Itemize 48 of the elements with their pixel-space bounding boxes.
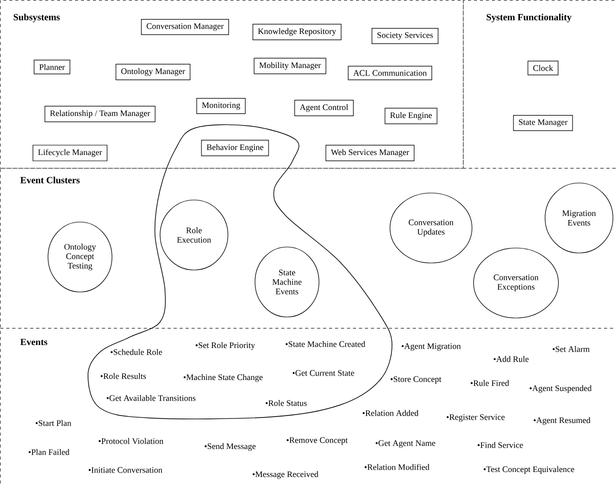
- event-item: •Remove Concept: [286, 437, 348, 445]
- event-item: •Relation Added: [362, 410, 418, 416]
- event-item: •Get Current State: [292, 370, 354, 376]
- event-item: •Agent Migration: [402, 343, 461, 351]
- subsystem-box: ACL Communication: [348, 66, 432, 80]
- band-heading: Event Clusters: [20, 176, 80, 184]
- subsystem-box: Conversation Manager: [141, 19, 229, 35]
- event-item: •Role Results: [100, 373, 146, 379]
- subsystem-box: Rule Engine: [384, 108, 438, 124]
- subsystem-box: Lifecycle Manager: [32, 144, 108, 162]
- subsystem-box: Relationship / Team Manager: [44, 106, 156, 122]
- event-item: •Test Concept Equivalence: [484, 466, 574, 474]
- subsystem-box: State Manager: [513, 115, 573, 131]
- event-item: •State Machine Created: [286, 341, 366, 347]
- subsystem-box: Behavior Engine: [201, 140, 269, 156]
- band-heading: System Functionality: [486, 14, 572, 22]
- subsystem-box: Planner: [34, 60, 70, 74]
- event-item: •Relation Modified: [364, 464, 430, 470]
- event-item: •Protocol Violation: [98, 438, 164, 444]
- subsystem-box: Mobility Manager: [254, 58, 326, 74]
- event-item: •Get Agent Name: [376, 440, 436, 448]
- subsystem-box: Monitoring: [196, 98, 246, 114]
- event-item: •Get Available Transitions: [106, 395, 196, 401]
- event-item: •Set Role Priority: [196, 342, 256, 350]
- event-item: •Plan Failed: [28, 449, 70, 455]
- event-item: •Store Concept: [390, 376, 442, 384]
- event-item: •Agent Suspended: [530, 385, 592, 393]
- subsystem-box: Ontology Manager: [116, 64, 190, 80]
- event-item: •Start Plan: [36, 420, 72, 426]
- event-item: •Find Service: [478, 442, 523, 448]
- subsystem-box: Knowledge Repository: [252, 24, 342, 40]
- band-heading: Subsystems: [14, 14, 60, 22]
- subsystem-box: Web Services Manager: [326, 144, 414, 162]
- event-item: •Send Message: [204, 443, 256, 451]
- event-item: •Set Alarm: [552, 346, 590, 352]
- event-item: •Schedule Role: [110, 349, 162, 355]
- subsystem-box: Clock: [528, 60, 558, 76]
- event-item: •Initiate Conversation: [88, 467, 162, 473]
- subsystem-box: Society Services: [372, 28, 438, 44]
- band-heading: Events: [20, 338, 48, 346]
- event-item: •Register Service: [446, 414, 505, 422]
- subsystem-box: Agent Control: [294, 100, 354, 116]
- event-item: •Role Status: [266, 400, 307, 406]
- event-item: •Machine State Change: [184, 374, 263, 382]
- event-item: •Message Received: [252, 471, 318, 479]
- event-item: •Rule Fired: [470, 380, 510, 386]
- event-item: •Add Rule: [494, 356, 529, 362]
- event-item: •Agent Resumed: [534, 417, 590, 425]
